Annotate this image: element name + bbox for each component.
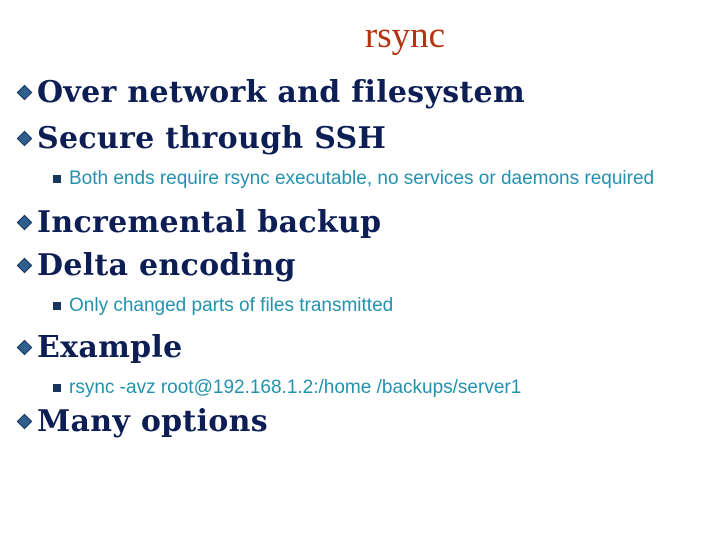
bullet-item: Example xyxy=(16,331,712,365)
bullet-text: Delta encoding xyxy=(37,248,296,283)
sub-bullet-item: Only changed parts of files transmitted xyxy=(53,295,712,317)
sub-bullet-item: Both ends require rsync executable, no s… xyxy=(53,168,712,190)
diamond-bullet-icon xyxy=(16,84,33,101)
bullet-item: Many options xyxy=(16,405,712,439)
diamond-bullet-icon xyxy=(16,257,33,274)
sub-bullet-text: rsync -avz root@192.168.1.2:/home /backu… xyxy=(69,377,522,398)
sub-bullet-text: Both ends require rsync executable, no s… xyxy=(69,168,655,189)
bullet-item: Secure through SSH xyxy=(16,122,712,156)
bullet-text: Example xyxy=(37,330,183,365)
sub-bullet-text: Only changed parts of files transmitted xyxy=(69,295,394,316)
diamond-bullet-icon xyxy=(16,339,33,356)
diamond-bullet-icon xyxy=(16,413,33,430)
bullet-text: Many options xyxy=(37,404,268,439)
square-bullet-icon xyxy=(53,384,61,392)
square-bullet-icon xyxy=(53,302,61,310)
square-bullet-icon xyxy=(53,175,61,183)
sub-bullet-item: rsync -avz root@192.168.1.2:/home /backu… xyxy=(53,377,712,399)
slide-title: rsync xyxy=(364,15,446,56)
bullet-text: Over network and filesystem xyxy=(37,75,525,110)
bullet-item: Over network and filesystem xyxy=(16,76,712,110)
slide-body: Over network and filesystem Secure throu… xyxy=(16,76,712,439)
bullet-text: Incremental backup xyxy=(37,205,382,240)
bullet-text: Secure through SSH xyxy=(37,121,387,156)
bullet-item: Incremental backup xyxy=(16,206,712,240)
bullet-item: Delta encoding xyxy=(16,249,712,283)
diamond-bullet-icon xyxy=(16,130,33,147)
diamond-bullet-icon xyxy=(16,214,33,231)
